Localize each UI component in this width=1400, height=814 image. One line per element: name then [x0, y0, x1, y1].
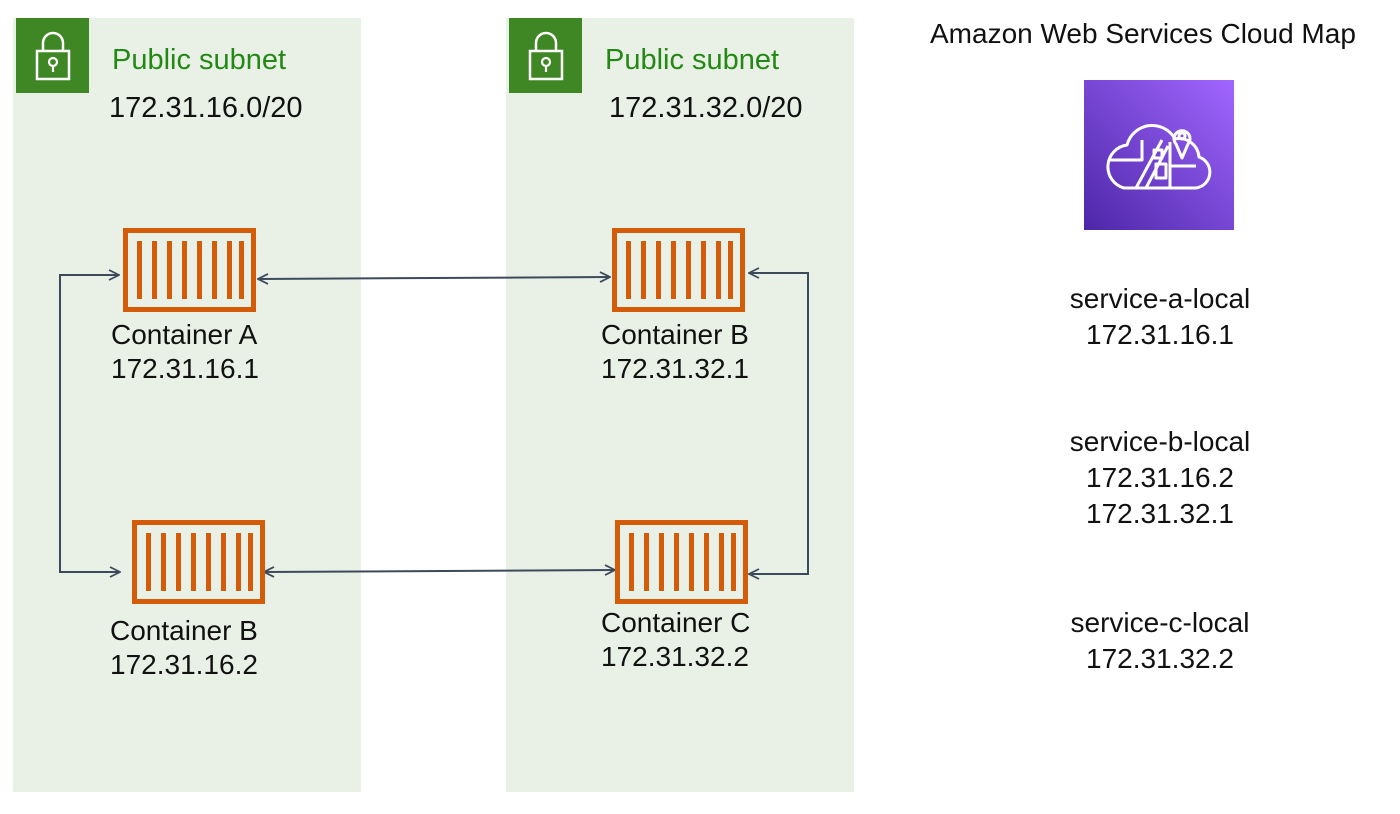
lock-icon — [509, 18, 582, 93]
service-name: service-b-local — [1069, 426, 1251, 457]
service-entry-c: service-c-local 172.31.32.2 — [1040, 605, 1280, 677]
container-ip: 172.31.32.1 — [601, 353, 749, 384]
cloud-map-title: Amazon Web Services Cloud Map — [930, 18, 1356, 49]
container-name: Container B — [110, 615, 258, 646]
container-icon — [612, 228, 745, 312]
cloud-map-icon — [1084, 80, 1234, 230]
service-ip: 172.31.16.2 — [1086, 462, 1234, 493]
container-ip: 172.31.16.1 — [111, 353, 259, 384]
service-ip: 172.31.32.2 — [1086, 643, 1234, 674]
arrow-a-to-b2 — [258, 277, 610, 279]
arrow-b1-to-c — [264, 570, 615, 572]
arrow-b2-to-c — [749, 273, 809, 574]
lock-icon — [16, 18, 89, 93]
container-b2-label: Container B 172.31.32.1 — [601, 318, 749, 386]
service-entry-b: service-b-local 172.31.16.2 172.31.32.1 — [1040, 424, 1280, 532]
service-ip: 172.31.16.1 — [1086, 319, 1234, 350]
service-entry-a: service-a-local 172.31.16.1 — [1040, 281, 1280, 353]
container-b1-label: Container B 172.31.16.2 — [110, 614, 258, 682]
service-name: service-a-local — [1069, 283, 1251, 314]
container-c-label: Container C 172.31.32.2 — [601, 606, 750, 674]
container-ip: 172.31.16.2 — [110, 649, 258, 680]
container-ip: 172.31.32.2 — [601, 641, 749, 672]
container-name: Container A — [111, 319, 258, 350]
subnet-b-title: Public subnet — [605, 44, 780, 76]
arrow-a-to-b1 — [59, 275, 120, 572]
public-subnet-b: Public subnet 172.31.32.0/20 — [506, 18, 854, 792]
subnet-b-cidr: 172.31.32.0/20 — [609, 92, 803, 124]
service-name: service-c-local — [1070, 607, 1250, 638]
subnet-a-cidr: 172.31.16.0/20 — [109, 92, 303, 124]
public-subnet-a: Public subnet 172.31.16.0/20 — [13, 18, 361, 792]
container-name: Container C — [601, 607, 751, 638]
container-icon — [123, 228, 256, 312]
container-name: Container B — [601, 319, 749, 350]
service-ip: 172.31.32.1 — [1086, 498, 1234, 529]
container-a-label: Container A 172.31.16.1 — [111, 318, 259, 386]
container-icon — [615, 520, 748, 604]
subnet-a-title: Public subnet — [112, 44, 287, 76]
container-icon — [132, 520, 265, 604]
